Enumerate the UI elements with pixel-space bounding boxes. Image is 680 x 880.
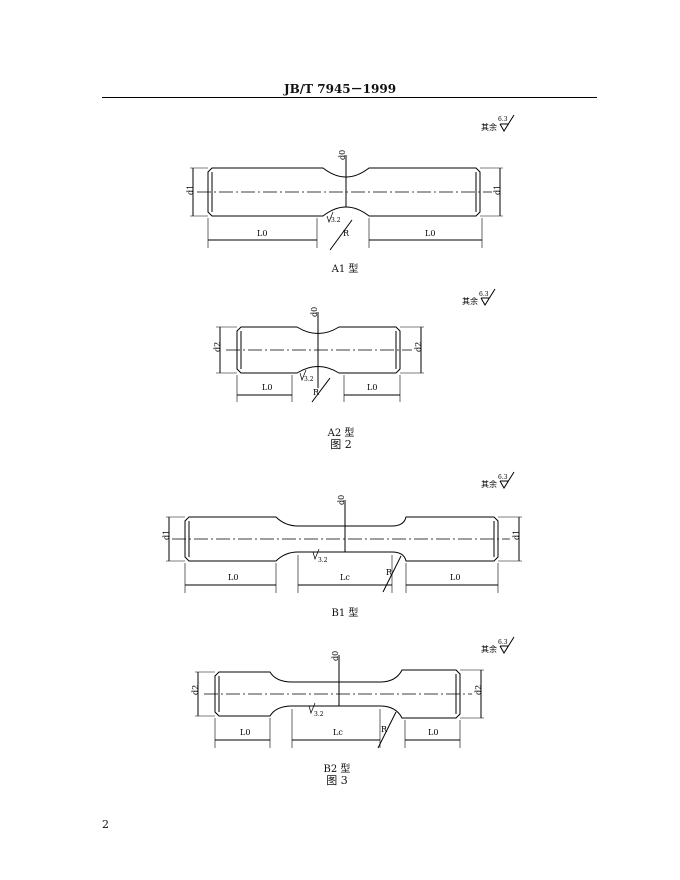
svg-text:3.2: 3.2 <box>304 376 314 383</box>
svg-text:d2: d2 <box>474 685 483 695</box>
svg-text:L0: L0 <box>450 573 460 582</box>
roughness-symbol-icon <box>480 288 496 306</box>
svg-text:d0: d0 <box>310 307 319 317</box>
document-header: JB/T 7945－1999 <box>283 82 397 96</box>
svg-text:Lc: Lc <box>340 573 350 582</box>
local-roughness: 3.2 <box>331 217 341 224</box>
figure-b1-drawing: 其余 6.3 d1 d1 d0 R 3.2 L0 Lc L0 <box>162 471 522 593</box>
header-rule <box>102 97 597 98</box>
svg-text:6.3: 6.3 <box>498 639 508 646</box>
figure-2-label: 图 2 <box>330 438 352 451</box>
figure-a1-drawing: 其余 6.3 d1 d1 d0 R 3.2 L0 L0 <box>186 114 515 251</box>
svg-text:6.3: 6.3 <box>479 291 489 298</box>
roughness-remaining-label: 其余 <box>481 122 497 132</box>
figure-a2-drawing: 其余 6.3 d2 d2 d0 R 3.2 L0 L0 <box>213 288 496 403</box>
svg-text:3.2: 3.2 <box>318 557 328 564</box>
svg-text:3.2: 3.2 <box>314 711 324 718</box>
svg-text:其余: 其余 <box>481 479 497 489</box>
svg-text:R: R <box>381 725 388 734</box>
svg-text:L0: L0 <box>240 728 250 737</box>
svg-text:L0: L0 <box>228 573 238 582</box>
svg-text:R: R <box>313 388 320 397</box>
svg-text:d0: d0 <box>337 495 346 505</box>
svg-text:d0: d0 <box>331 651 340 661</box>
figure-a2-caption: A2 型 <box>327 428 355 439</box>
figure-b1-caption: B1 型 <box>331 608 359 619</box>
d0-label: d0 <box>338 150 347 160</box>
svg-text:L0: L0 <box>428 728 438 737</box>
svg-text:d1: d1 <box>512 530 521 540</box>
roughness-symbol-icon <box>499 471 515 489</box>
figure-b2-caption: B2 型 <box>323 764 351 775</box>
roughness-symbol-icon <box>499 114 515 132</box>
r-label: R <box>343 229 350 238</box>
svg-text:其余: 其余 <box>481 644 497 654</box>
svg-text:Lc: Lc <box>333 728 343 737</box>
roughness-symbol-icon <box>499 636 515 654</box>
l0-label-left: L0 <box>257 229 267 238</box>
roughness-value: 6.3 <box>498 116 508 123</box>
svg-text:6.3: 6.3 <box>498 474 508 481</box>
page-number: 2 <box>102 818 109 831</box>
svg-text:R: R <box>386 568 393 577</box>
svg-text:L0: L0 <box>262 383 272 392</box>
svg-text:d1: d1 <box>162 530 171 540</box>
figure-a1-caption: A1 型 <box>331 264 359 275</box>
figure-3-label: 图 3 <box>326 774 348 787</box>
figure-b2-drawing: 其余 6.3 d2 d2 d0 R 3.2 L0 Lc L0 <box>191 636 515 749</box>
svg-text:其余: 其余 <box>462 296 478 306</box>
d1-label-left: d1 <box>186 185 195 195</box>
svg-text:d2: d2 <box>213 342 222 352</box>
svg-text:L0: L0 <box>367 383 377 392</box>
svg-text:d2: d2 <box>414 342 423 352</box>
svg-text:d2: d2 <box>191 685 200 695</box>
l0-label-right: L0 <box>425 229 435 238</box>
d1-label-right: d1 <box>493 185 502 195</box>
